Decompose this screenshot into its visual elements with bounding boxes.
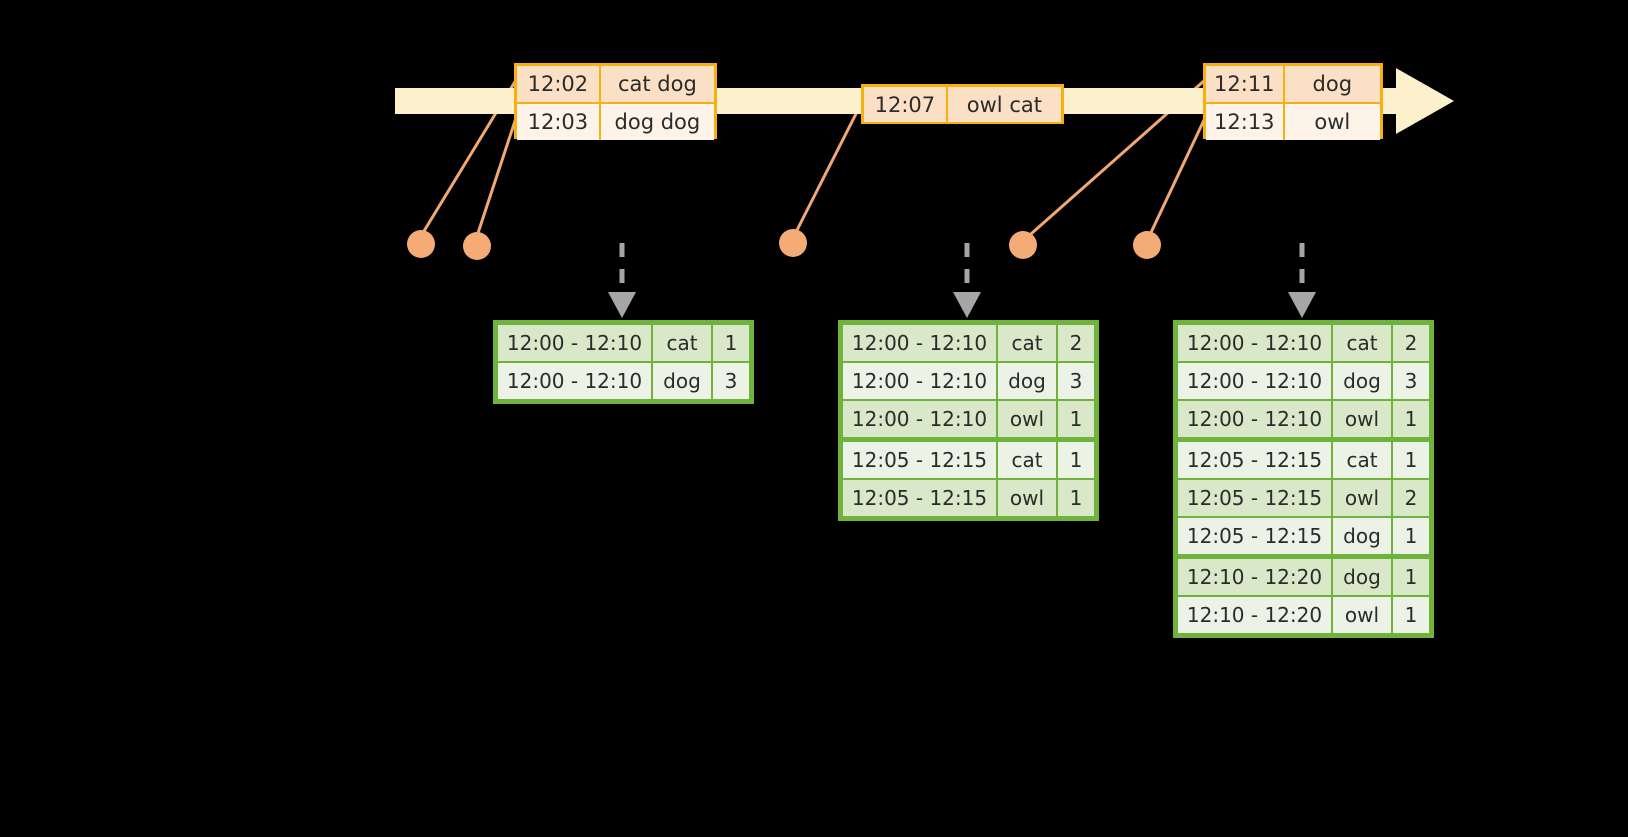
window-cell: 12:00 - 12:10: [843, 363, 996, 399]
event-row[interactable]: 12:03 dog dog: [517, 102, 714, 140]
event-row[interactable]: 12:02 cat dog: [517, 66, 714, 102]
event-row[interactable]: 12:13 owl: [1206, 102, 1380, 140]
count-cell: 2: [1393, 480, 1429, 516]
connector-line-2: [475, 117, 518, 237]
count-cell: 1: [713, 325, 749, 361]
key-cell: cat: [653, 325, 711, 361]
window-cell: 12:05 - 12:15: [843, 442, 996, 478]
emit-arrow-head-2: [953, 292, 981, 318]
key-cell: owl: [1333, 480, 1391, 516]
window-cell: 12:00 - 12:10: [1178, 363, 1331, 399]
window-cell: 12:00 - 12:10: [498, 325, 651, 361]
event-dot-5: [1133, 231, 1161, 259]
count-cell: 1: [1393, 442, 1429, 478]
event-value: cat dog: [600, 66, 714, 102]
event-dot-4: [1009, 231, 1037, 259]
event-time: 12:13: [1206, 102, 1285, 140]
key-cell: owl: [998, 480, 1056, 516]
event-value: owl: [1284, 102, 1380, 140]
key-cell: owl: [1333, 401, 1391, 437]
key-cell: dog: [1333, 559, 1391, 595]
event-value: dog dog: [600, 102, 714, 140]
window-cell: 12:10 - 12:20: [1178, 559, 1331, 595]
count-cell: 1: [1058, 401, 1094, 437]
count-cell: 1: [1058, 442, 1094, 478]
window-cell: 12:05 - 12:15: [1178, 442, 1331, 478]
connector-line-3: [791, 99, 865, 239]
event-dot-2: [463, 232, 491, 260]
event-box-2[interactable]: 12:07 owl cat: [861, 84, 1064, 124]
key-cell: dog: [653, 363, 711, 399]
connector-line-5: [1145, 117, 1207, 242]
window-cell: 12:00 - 12:10: [843, 401, 996, 437]
event-dot-3: [779, 229, 807, 257]
window-cell: 12:00 - 12:10: [1178, 401, 1331, 437]
event-time: 12:03: [517, 102, 601, 140]
event-time: 12:02: [517, 66, 601, 102]
key-cell: owl: [1333, 597, 1391, 633]
count-cell: 1: [1393, 518, 1429, 554]
key-cell: cat: [998, 442, 1056, 478]
event-box-1[interactable]: 12:02 cat dog 12:03 dog dog: [514, 63, 717, 140]
event-row[interactable]: 12:07 owl cat: [864, 87, 1061, 122]
window-cell: 12:10 - 12:20: [1178, 597, 1331, 633]
count-cell: 3: [713, 363, 749, 399]
event-value: owl cat: [947, 87, 1061, 122]
emit-arrow-head-3: [1288, 292, 1316, 318]
emit-arrow-head-1: [608, 292, 636, 318]
window-cell: 12:05 - 12:15: [1178, 480, 1331, 516]
count-cell: 2: [1393, 325, 1429, 361]
count-cell: 3: [1058, 363, 1094, 399]
event-dot-1: [407, 230, 435, 258]
window-cell: 12:05 - 12:15: [843, 480, 996, 516]
count-cell: 1: [1393, 559, 1429, 595]
key-cell: cat: [1333, 442, 1391, 478]
event-time: 12:07: [864, 87, 948, 122]
count-cell: 3: [1393, 363, 1429, 399]
count-cell: 1: [1393, 401, 1429, 437]
event-value: dog: [1284, 66, 1380, 102]
event-box-3[interactable]: 12:11 dog 12:13 owl: [1203, 63, 1383, 140]
key-cell: dog: [1333, 518, 1391, 554]
key-cell: dog: [998, 363, 1056, 399]
key-cell: owl: [998, 401, 1056, 437]
key-cell: dog: [1333, 363, 1391, 399]
window-cell: 12:00 - 12:10: [498, 363, 651, 399]
key-cell: cat: [998, 325, 1056, 361]
count-cell: 1: [1058, 480, 1094, 516]
window-cell: 12:05 - 12:15: [1178, 518, 1331, 554]
key-cell: cat: [1333, 325, 1391, 361]
count-cell: 1: [1393, 597, 1429, 633]
count-cell: 2: [1058, 325, 1094, 361]
window-cell: 12:00 - 12:10: [843, 325, 996, 361]
event-time: 12:11: [1206, 66, 1285, 102]
event-row[interactable]: 12:11 dog: [1206, 66, 1380, 102]
window-cell: 12:00 - 12:10: [1178, 325, 1331, 361]
